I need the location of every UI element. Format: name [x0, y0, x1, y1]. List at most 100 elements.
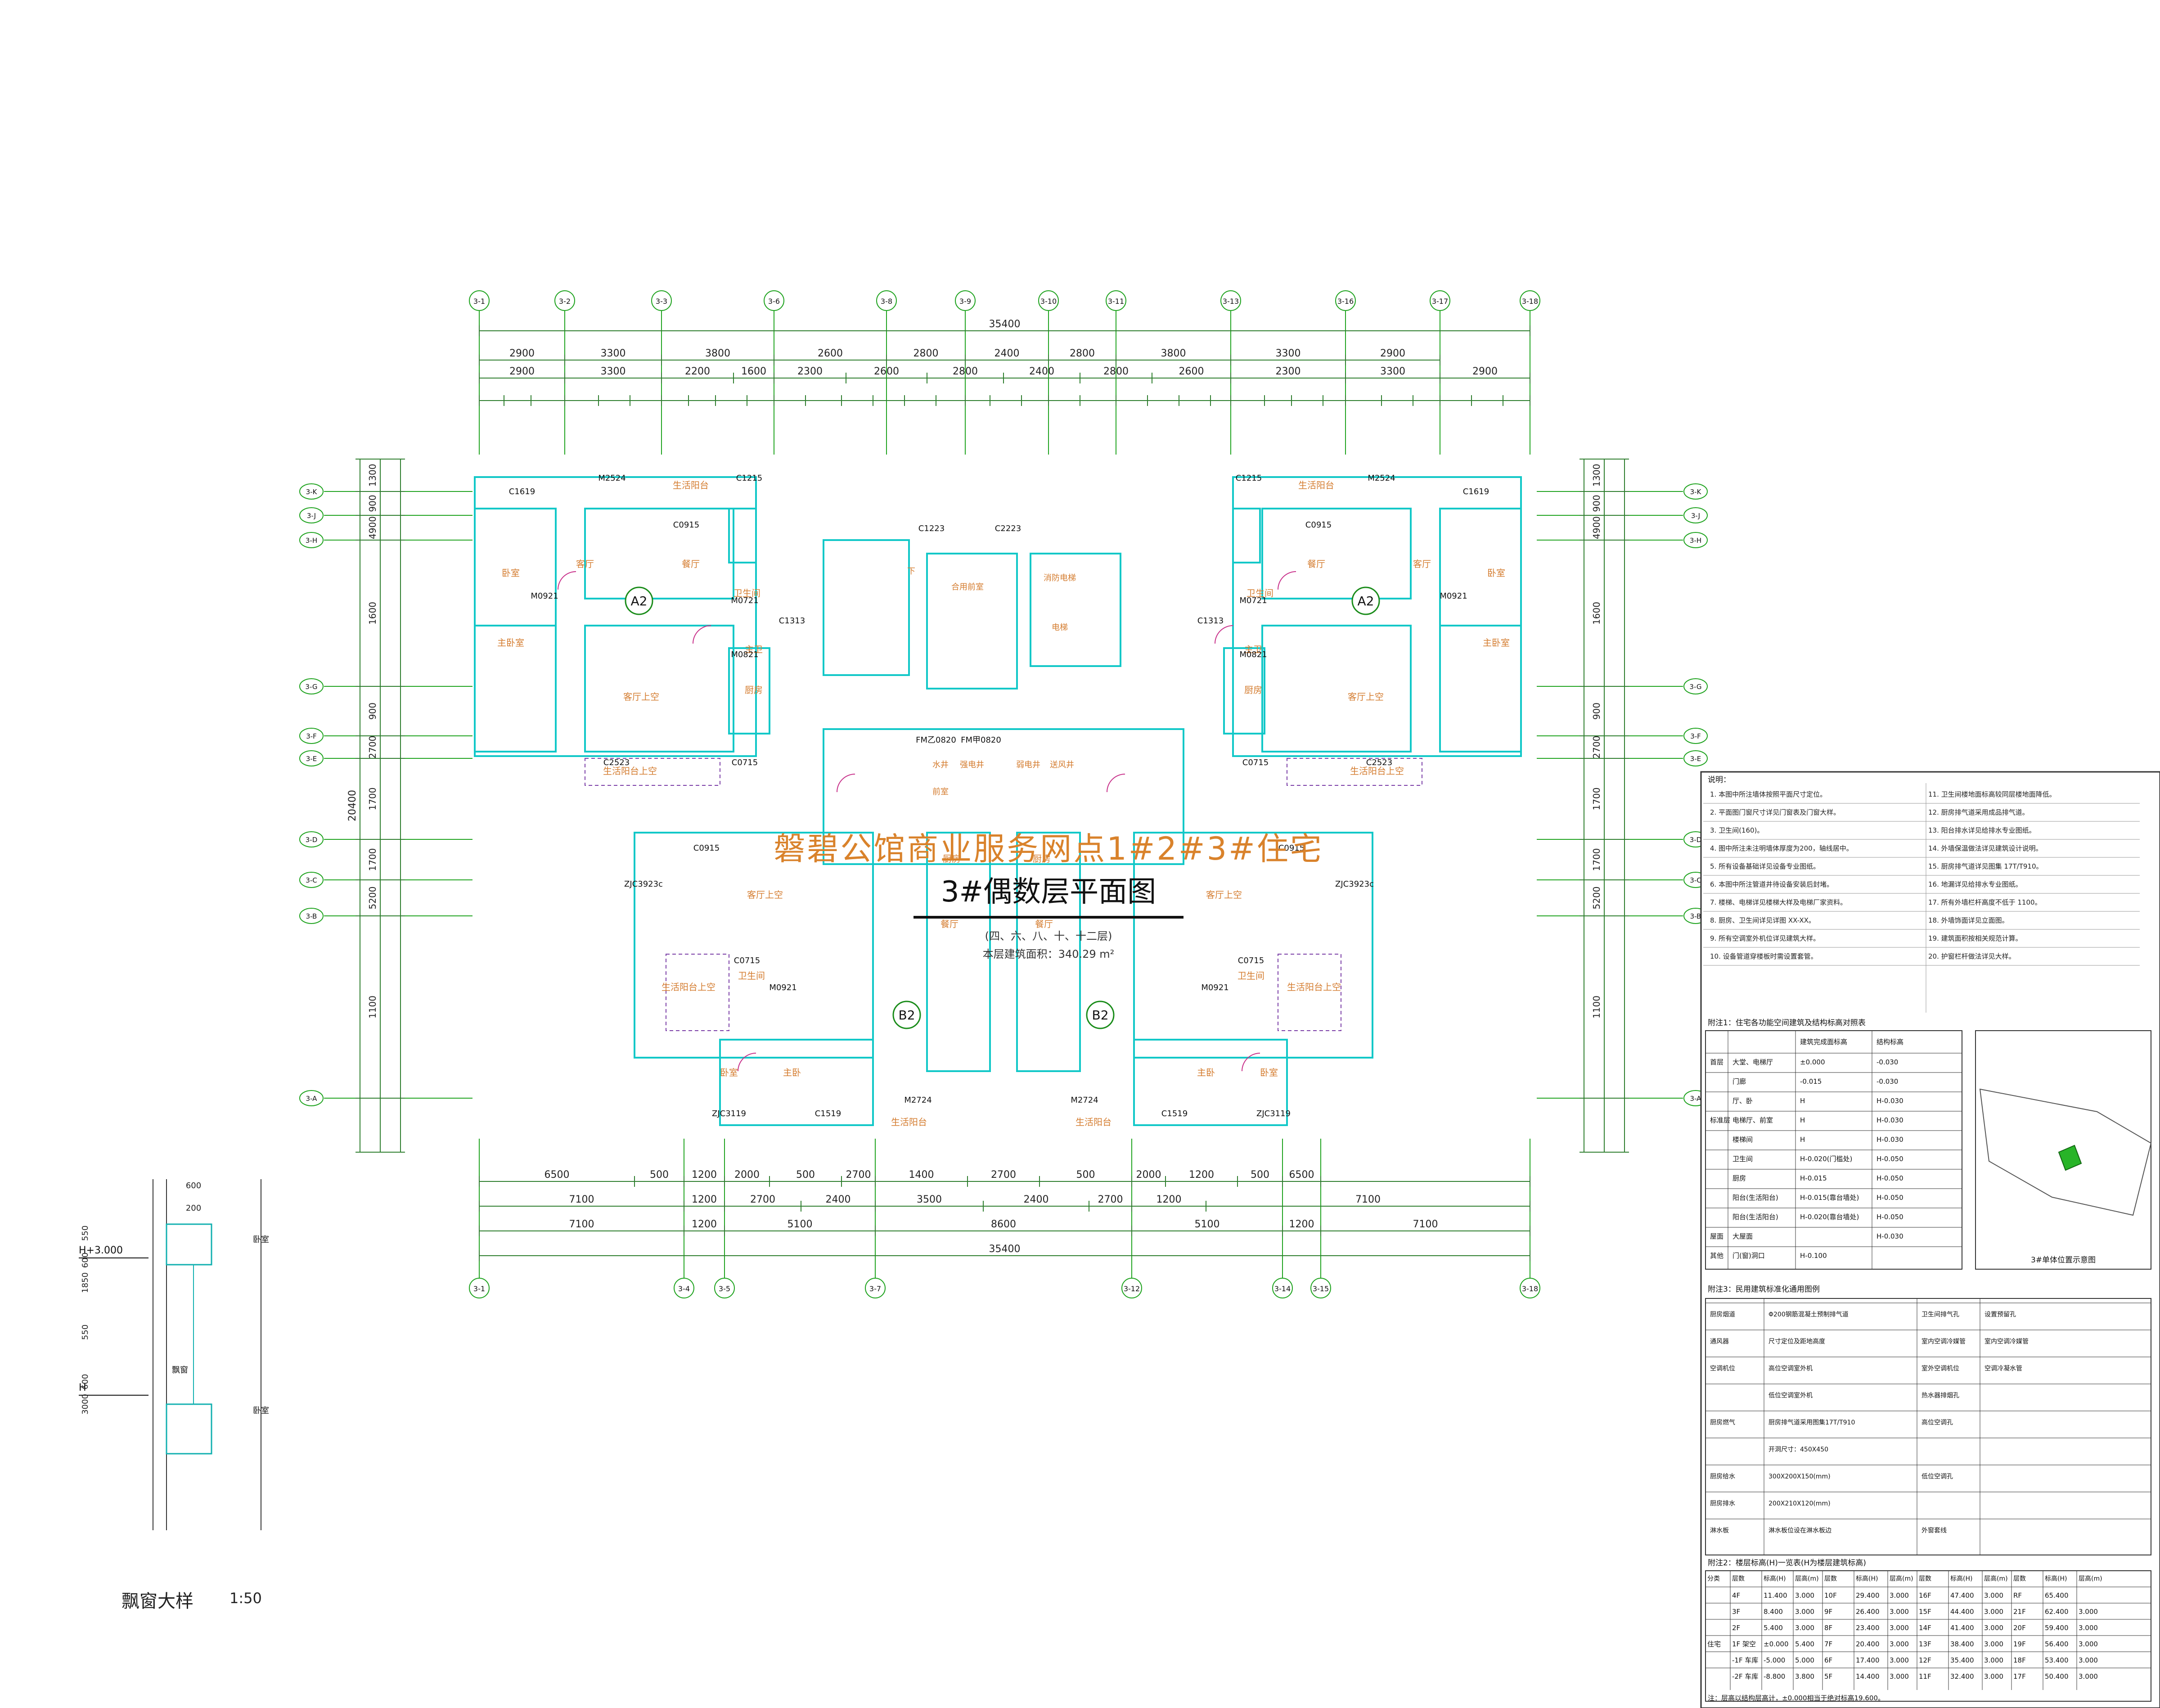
dim-top-row2: 2900 — [1472, 366, 1498, 377]
detail-slab-bottom — [166, 1403, 212, 1455]
table1-cell: 其他 — [1710, 1252, 1724, 1260]
door-swing — [1278, 571, 1296, 590]
dim-bottom-row2: 7100 — [569, 1194, 594, 1205]
table3-cell: 14F — [1919, 1624, 1931, 1632]
note-line: 17. 所有外墙栏杆高度不低于 1100。 — [1928, 898, 2042, 906]
table3-cell: 3.000 — [1984, 1640, 2003, 1648]
table1-cell: H — [1800, 1097, 1805, 1105]
window-tag-a-right: M0721 — [1239, 596, 1267, 605]
lobby — [926, 553, 1018, 690]
area-note: 本层建筑面积：340.29 m² — [982, 948, 1115, 960]
dim-right-label: 5200 — [1591, 887, 1602, 910]
axis-bubble — [299, 1090, 324, 1106]
table3-cell: 3.000 — [1984, 1591, 2003, 1600]
dim-left-label: 1700 — [367, 848, 378, 871]
detail-dim: 550 — [81, 1226, 90, 1241]
axis-label-right: 3-D — [1690, 836, 1702, 844]
room-label-a-left: 生活阳台上空 — [603, 766, 657, 776]
room-label-b-right: 主卧 — [1197, 1067, 1215, 1078]
table3-cell: 7F — [1824, 1640, 1832, 1648]
axis-label-right: 3-B — [1690, 912, 1701, 920]
table3-cell: 3.000 — [1890, 1640, 1909, 1648]
room-label-a-right: 主卫 — [1244, 644, 1262, 655]
axis-bubble — [469, 1278, 490, 1298]
table3-head: 层数 — [1919, 1575, 1931, 1582]
dim-top-row2: 2600 — [1179, 366, 1204, 377]
table1-cell: 标准层 — [1710, 1116, 1730, 1124]
axis-label-top: 3-3 — [656, 297, 667, 306]
axis-label-left: 3-H — [306, 536, 317, 545]
dim-left-label: 1300 — [367, 464, 378, 487]
detail-dim: 1850 — [81, 1272, 90, 1293]
table3-title: 附注2：楼层标高(H)一览表(H为楼层建筑标高) — [1708, 1559, 1866, 1568]
table3-head: 层高(m) — [1795, 1575, 1819, 1582]
window-tag-b-right: C1519 — [1161, 1109, 1188, 1118]
table3-cell: 35.400 — [1950, 1656, 1974, 1664]
axis-bubble — [1430, 290, 1450, 311]
table3-cell: 65.400 — [2045, 1591, 2069, 1600]
room-label-a-left: 客厅 — [576, 559, 594, 569]
axis-bubble — [299, 750, 324, 766]
dim-bottom-row3: 1200 — [692, 1219, 717, 1230]
dim-bottom-row2: 1200 — [1156, 1194, 1182, 1205]
room-label-a-left: 主卧室 — [497, 637, 524, 648]
note-line: 13. 阳台排水详见给排水专业图纸。 — [1928, 826, 2036, 834]
table3-cell: 3.000 — [1984, 1608, 2003, 1616]
dim-bottom-row1: 2700 — [846, 1169, 871, 1181]
table3-cell: 32.400 — [1950, 1672, 1974, 1681]
axis-bubble — [1683, 532, 1708, 548]
table1-cell: H-0.050 — [1876, 1174, 1904, 1182]
table3-cell: 38.400 — [1950, 1640, 1974, 1648]
table3-cell: 3F — [1732, 1608, 1740, 1616]
dim-top-row2: 3300 — [1380, 366, 1405, 377]
axis-label-right: 3-H — [1690, 536, 1701, 545]
window-tag-a: C1313 — [779, 616, 805, 626]
notes-frame — [1700, 771, 2160, 1708]
door-swing — [693, 625, 711, 644]
room-label-b-left: 卧室 — [720, 1067, 738, 1078]
axis-label-top: 3-8 — [881, 297, 892, 306]
table1-title: 附注1：住宅各功能空间建筑及结构标高对照表 — [1708, 1018, 1866, 1028]
note-line: 7. 楼梯、电梯详见楼梯大样及电梯厂家资料。 — [1710, 898, 1847, 906]
axis-label-top: 3-11 — [1108, 297, 1124, 306]
bedroom-a-right — [1439, 508, 1522, 626]
dim-right-label: 1700 — [1591, 788, 1602, 811]
detail-label: 卧室 — [253, 1406, 269, 1415]
axis-bubble — [1106, 290, 1126, 311]
site-plan-frame — [1975, 1030, 2151, 1270]
axis-label-left: 3-A — [306, 1095, 318, 1103]
window-tag-a: M0921 — [531, 591, 558, 601]
table3-cell: 26.400 — [1856, 1608, 1880, 1616]
window-tag-a-right: C0715 — [1242, 758, 1269, 767]
table3-cell: 14.400 — [1856, 1672, 1880, 1681]
dim-left-label: 900 — [367, 703, 378, 720]
window-tag-b: M2724 — [904, 1095, 932, 1105]
table1-cell: 厅、卧 — [1732, 1097, 1753, 1105]
table1-cell: 厨房 — [1732, 1174, 1746, 1182]
room-label-b-left: 客厅上空 — [747, 889, 783, 900]
table3-head: 层高(m) — [2079, 1575, 2102, 1582]
axis-bubble — [1272, 1278, 1293, 1298]
table1-cell: -0.030 — [1876, 1058, 1898, 1066]
table3-cell: ±0.000 — [1764, 1640, 1789, 1648]
notes-tables: 说明：1. 本图中所注墙体按照平面尺寸定位。2. 平面图门窗尺寸详见门窗表及门窗… — [1700, 771, 2160, 1708]
dim-top-row2: 2200 — [685, 366, 710, 377]
window-tag-a-right: M0921 — [1440, 591, 1467, 601]
dim-top-row1: 3800 — [1161, 348, 1186, 359]
axis-label-top: 3-16 — [1337, 297, 1354, 306]
room-label-core: 前室 — [932, 787, 949, 797]
site-plan-building — [2058, 1145, 2082, 1171]
table3-cell: 18F — [2013, 1656, 2026, 1664]
dim-bottom-row2: 7100 — [1355, 1194, 1381, 1205]
note-line: 9. 所有空调室外机位详见建筑大样。 — [1710, 934, 1820, 942]
dim-bottom-row1: 500 — [1251, 1169, 1269, 1181]
axis-label-left: 3-E — [306, 755, 317, 763]
room-label-b-right: 生活阳台 — [1076, 1117, 1112, 1127]
dim-top-row1: 3800 — [705, 348, 730, 359]
table3-cell: 5.400 — [1764, 1624, 1783, 1632]
window-tag-a-right: C1215 — [1236, 473, 1262, 483]
dim-left-label: 900 — [367, 495, 378, 512]
note-line: 20. 护窗栏杆做法详见大样。 — [1928, 952, 2016, 960]
detail-dim: 600 — [81, 1253, 90, 1268]
